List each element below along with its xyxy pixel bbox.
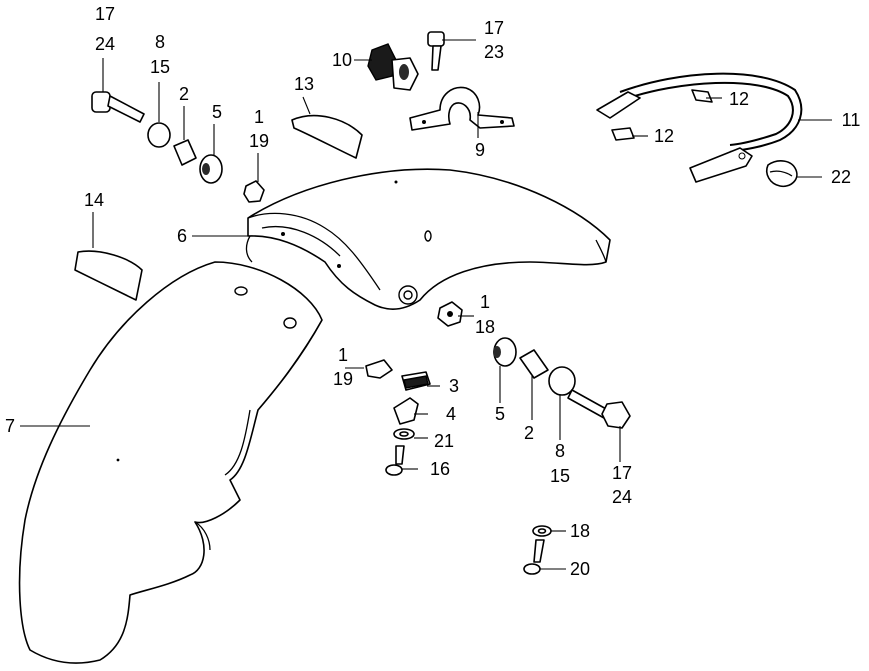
callout-8-15-top-a: 8 bbox=[155, 32, 165, 52]
part-2-collar-top bbox=[173, 139, 197, 166]
part-6-rear-fender bbox=[245, 168, 611, 310]
part-17-23-screw bbox=[427, 31, 445, 71]
callout-17-24-bottom-a: 17 bbox=[612, 463, 632, 483]
part-16-bolt bbox=[385, 445, 405, 476]
callout-18: 18 bbox=[570, 521, 590, 541]
callout-11: 11 bbox=[842, 110, 861, 130]
part-17-24-bolt-bottom bbox=[567, 389, 631, 429]
part-1-18-nut bbox=[437, 301, 463, 327]
part-5-rubber-bottom bbox=[493, 337, 517, 367]
callout-7: 7 bbox=[5, 416, 15, 436]
callout-8-15-bottom-a: 8 bbox=[555, 441, 565, 461]
callout-13: 13 bbox=[294, 74, 314, 94]
part-12-clip-a bbox=[691, 89, 713, 103]
callout-1-19-top-b: 19 bbox=[249, 131, 269, 151]
callout-9: 9 bbox=[475, 140, 485, 160]
callout-20: 20 bbox=[570, 559, 590, 579]
callout-16: 16 bbox=[430, 459, 450, 479]
callout-17-24-bottom-b: 24 bbox=[612, 487, 632, 507]
part-21-washer bbox=[393, 428, 415, 440]
leader-lines bbox=[20, 39, 832, 570]
part-7-inner-fender bbox=[18, 261, 323, 664]
part-11-grab-rail bbox=[596, 72, 803, 183]
callout-17-23-b: 23 bbox=[484, 42, 504, 62]
callout-labels: 17 24 8 15 2 5 1 19 13 10 17 23 9 11 12 … bbox=[5, 4, 860, 579]
callout-14: 14 bbox=[84, 190, 104, 210]
callout-17-23-a: 17 bbox=[484, 18, 504, 38]
callout-1-18-b: 18 bbox=[475, 317, 495, 337]
callout-1-19-top-a: 1 bbox=[254, 107, 264, 127]
callout-17-24-top-b: 24 bbox=[95, 34, 115, 54]
callout-21: 21 bbox=[434, 431, 454, 451]
part-5-rubber-top bbox=[199, 154, 223, 184]
part-10-bushing bbox=[367, 43, 419, 91]
part-9-bracket bbox=[409, 86, 515, 131]
part-12-clip-b bbox=[611, 127, 635, 141]
part-4-collar bbox=[393, 397, 419, 425]
callout-12-b: 12 bbox=[654, 126, 674, 146]
part-8-15-washer-bottom bbox=[548, 366, 576, 396]
callout-2-top: 2 bbox=[179, 84, 189, 104]
callout-3: 3 bbox=[449, 376, 459, 396]
part-18-washer-bottom bbox=[532, 525, 552, 537]
part-14-pad bbox=[74, 250, 143, 301]
callout-12-a: 12 bbox=[729, 89, 749, 109]
part-13-pad bbox=[291, 114, 363, 159]
part-20-bolt bbox=[523, 539, 545, 575]
callout-10: 10 bbox=[332, 50, 352, 70]
callout-1-18-a: 1 bbox=[480, 292, 490, 312]
part-1-19-nut-mid bbox=[365, 359, 393, 379]
callout-5-bottom: 5 bbox=[495, 404, 505, 424]
callout-22: 22 bbox=[831, 167, 851, 187]
callout-1-19-mid-a: 1 bbox=[338, 345, 348, 365]
callout-2-bottom: 2 bbox=[524, 423, 534, 443]
part-8-15-washer-top bbox=[147, 122, 171, 148]
callout-17-24-top-a: 17 bbox=[95, 4, 115, 24]
callout-1-19-mid-b: 19 bbox=[333, 369, 353, 389]
part-3-grommet bbox=[401, 371, 431, 391]
callout-4: 4 bbox=[446, 404, 456, 424]
part-17-24-bolt-top bbox=[91, 91, 145, 123]
part-22-clip bbox=[765, 160, 798, 188]
part-1-19-nut-top bbox=[243, 180, 265, 203]
callout-5-top: 5 bbox=[212, 102, 222, 122]
callout-8-15-top-b: 15 bbox=[150, 57, 170, 77]
part-2-collar-bottom bbox=[519, 349, 549, 379]
callout-8-15-bottom-b: 15 bbox=[550, 466, 570, 486]
callout-6: 6 bbox=[177, 226, 187, 246]
